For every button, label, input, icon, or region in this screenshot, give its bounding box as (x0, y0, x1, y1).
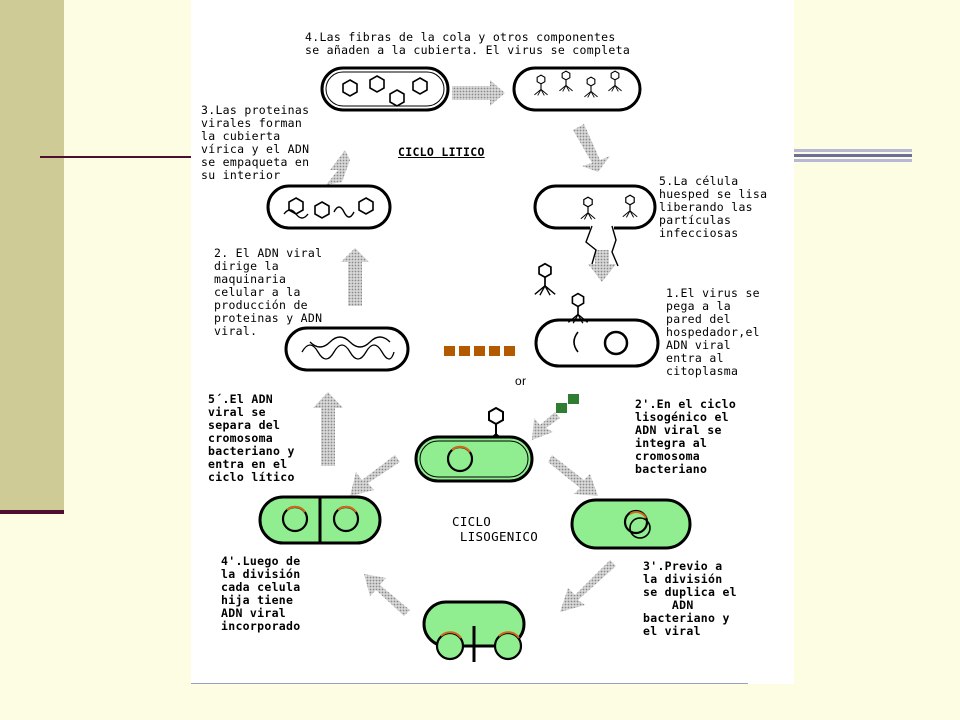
label-step2: 2. El ADN viral dirige la maquinaria cel… (214, 246, 323, 338)
arrow-step5-down (588, 250, 616, 282)
virus-head-icon (389, 89, 405, 107)
label-step5: 5.La célula huesped se lisa liberando la… (659, 174, 768, 240)
arrow-step2-up (341, 248, 369, 306)
green-squares (556, 394, 579, 413)
free-phage-icon (533, 262, 557, 296)
left-upper-rule (40, 156, 192, 158)
cell-step4-prime (258, 495, 382, 545)
brown-squares (444, 346, 515, 356)
cell-step4-right (512, 66, 642, 112)
label-or: or (515, 374, 527, 388)
virus-head-icon (358, 197, 374, 215)
cell-step2-prime (414, 407, 534, 483)
title-ciclo-litico: CICLO LITICO (398, 145, 485, 159)
left-lower-rule (0, 510, 64, 514)
arrow-step4-right (452, 80, 505, 106)
virus-head-icon (288, 197, 304, 215)
left-decor-band (0, 0, 64, 512)
cell-step5-lysis (533, 184, 657, 267)
right-decor-stripes (794, 149, 912, 167)
arrow-step4-to-5 (573, 124, 610, 172)
arrow-3p-to-bottom (560, 560, 616, 612)
arrow-step1-to-2p (532, 412, 560, 440)
arrow-lysogenic-to-lytic (313, 392, 343, 466)
arrow-right-down (548, 455, 598, 496)
panel-bottom-rule (191, 683, 748, 684)
cell-bottom-dividing (422, 600, 526, 662)
label-step4: 4.Las fibras de la cola y otros componen… (305, 30, 631, 57)
cell-step2 (284, 326, 410, 372)
title-ciclo-lisogenico: CICLO LISOGENICO (452, 514, 539, 544)
arrow-step3-up (326, 150, 350, 185)
label-step5-prime: 5´.El ADN viral se separa del cromosoma … (208, 392, 295, 484)
arrow-bottom-to-4p (364, 574, 410, 616)
cell-step3 (266, 184, 392, 230)
cell-step3-prime (570, 498, 692, 550)
cell-step4-left (320, 66, 450, 112)
virus-head-icon (314, 201, 330, 219)
label-step4-prime: 4'.Luego de la división cada celula hija… (221, 554, 301, 633)
label-step3: 3.Las proteinas virales forman la cubier… (201, 103, 310, 182)
virus-head-icon (342, 79, 358, 97)
label-step1: 1.El virus se pega a la pared del hosped… (666, 286, 760, 378)
cell-step1 (534, 292, 660, 368)
arrow-lysogenic-up-left (350, 455, 400, 496)
label-step3-prime: 3'.Previo a la división se duplica el AD… (643, 559, 737, 638)
virus-head-icon (369, 75, 385, 93)
virus-head-icon (412, 77, 428, 95)
label-step2-prime: 2'.En el ciclo lisogénico el ADN viral s… (635, 397, 737, 476)
